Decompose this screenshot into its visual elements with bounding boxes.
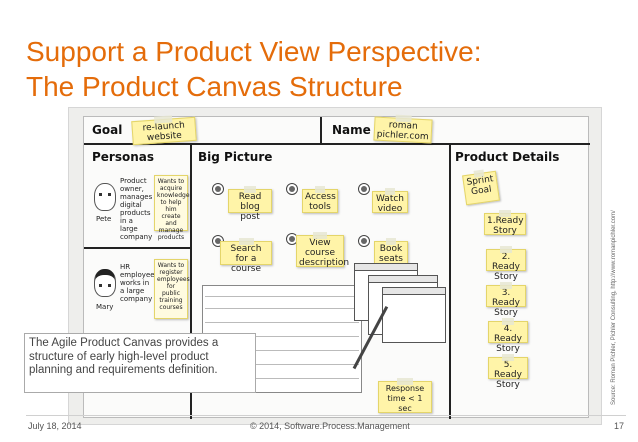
ui-mockup-sketch — [382, 287, 446, 343]
persona-mary-wants: Wants to register employees for public t… — [154, 259, 190, 319]
epic-read-blog-post: Read blog post — [228, 186, 272, 222]
canvas-caption: The Agile Product Canvas provides a stru… — [24, 333, 256, 393]
personas-divider — [190, 143, 192, 419]
person-icon — [212, 183, 224, 195]
footer-divider — [26, 415, 626, 416]
product-details-divider — [449, 143, 451, 419]
footer-date: July 18, 2014 — [28, 421, 82, 431]
goal-name-divider — [320, 117, 322, 143]
product-details-header: Product Details — [455, 150, 560, 164]
goal-note: re-launch website — [131, 116, 197, 146]
persona-pete-name: Pete — [96, 215, 112, 223]
constraint-note: Response time < 1 sec — [378, 378, 432, 413]
title-line-1: Support a Product View Perspective: — [26, 36, 482, 67]
epic-access-tools: Access tools — [302, 186, 338, 213]
board-header-divider — [84, 143, 590, 145]
personas-row-divider — [84, 247, 190, 249]
source-credit: Source: Roman Pichler, Pichler Consultin… — [611, 210, 617, 405]
story-card-3: 3. Ready Story — [486, 282, 526, 318]
persona-pete-info: Product owner, manages digital products … — [120, 177, 153, 241]
persona-mary-avatar — [94, 269, 116, 297]
epic-book-seats: Book seats — [374, 238, 408, 265]
persona-pete-avatar — [94, 183, 116, 211]
name-note: roman pichler.com — [373, 116, 433, 144]
epic-search-for-a-course: Search for a course — [220, 238, 272, 274]
person-icon — [286, 183, 298, 195]
sprint-goal-note: Sprint Goal — [462, 170, 500, 206]
slide-title: Support a Product View Perspective: The … — [26, 34, 482, 104]
personas-header: Personas — [92, 150, 155, 164]
story-card-2: 2. Ready Story — [486, 246, 526, 282]
persona-mary-info: HR employee, works in a large company — [120, 263, 157, 303]
name-header: Name — [332, 123, 371, 137]
footer-copyright: © 2014, Software.Process.Management — [250, 421, 410, 431]
story-card-4: 4. Ready Story — [488, 318, 528, 354]
title-line-2: The Product Canvas Structure — [26, 71, 403, 102]
big-picture-header: Big Picture — [198, 150, 273, 164]
person-icon — [358, 235, 370, 247]
person-icon — [358, 183, 370, 195]
epic-watch-video: Watch video — [372, 188, 408, 214]
story-card-1: 1.Ready Story — [484, 210, 526, 236]
persona-mary-name: Mary — [96, 303, 114, 311]
footer-page-number: 17 — [614, 421, 625, 431]
persona-pete-wants: Wants to acquire knowledge to help him c… — [154, 175, 190, 241]
epic-view-course-description: View course description — [296, 232, 349, 268]
story-card-5: 5. Ready Story — [488, 354, 528, 390]
goal-header: Goal — [92, 123, 123, 137]
